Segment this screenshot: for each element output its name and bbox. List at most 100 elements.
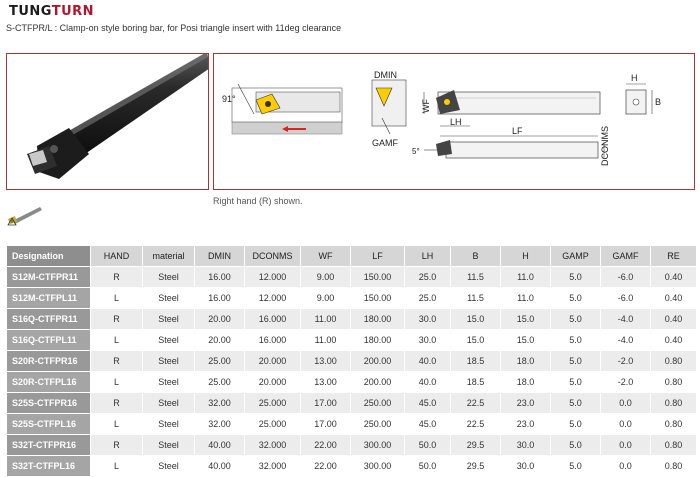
table-cell: Steel <box>142 329 195 351</box>
table-cell: Steel <box>142 392 195 414</box>
designation-cell: S12M-CTFPL11 <box>6 287 91 309</box>
side-view-bar: 5° DCONMS <box>412 126 610 166</box>
designation-cell: S20R-CTFPL16 <box>6 371 91 393</box>
table-cell: 150.00 <box>350 287 405 309</box>
table-cell: 25.00 <box>194 371 245 393</box>
table-cell: 0.80 <box>650 434 697 456</box>
designation-cell: S32T-CTFPR16 <box>6 434 91 456</box>
table-cell: 17.00 <box>300 392 351 414</box>
column-header: GAMP <box>550 245 601 267</box>
table-cell: L <box>90 371 143 393</box>
label-lh: LH <box>450 117 462 127</box>
column-header: H <box>500 245 551 267</box>
table-cell: 0.40 <box>650 287 697 309</box>
table-cell: 5.0 <box>550 350 601 372</box>
table-cell: L <box>90 455 143 477</box>
table-cell: 29.5 <box>450 455 501 477</box>
table-cell: L <box>90 329 143 351</box>
table-cell: 30.0 <box>404 329 451 351</box>
table-cell: 0.80 <box>650 455 697 477</box>
table-cell: R <box>90 392 143 414</box>
designation-cell: S25S-CTFPR16 <box>6 392 91 414</box>
table-cell: 50.0 <box>404 434 451 456</box>
designation-cell: S16Q-CTFPL11 <box>6 329 91 351</box>
table-cell: -6.0 <box>600 287 651 309</box>
column-header: RE <box>650 245 697 267</box>
table-cell: 12.000 <box>244 287 301 309</box>
side-view-sketch: 91° <box>222 83 343 135</box>
table-cell: 200.00 <box>350 371 405 393</box>
table-cell: 15.0 <box>500 308 551 330</box>
table-cell: 30.0 <box>500 455 551 477</box>
table-cell: 22.5 <box>450 413 501 435</box>
table-cell: 11.0 <box>500 287 551 309</box>
designation-cell: S20R-CTFPR16 <box>6 350 91 372</box>
table-cell: Steel <box>142 287 195 309</box>
table-cell: 22.5 <box>450 392 501 414</box>
table-cell: 11.00 <box>300 308 351 330</box>
figure-caption: Right hand (R) shown. <box>213 196 303 206</box>
table-cell: R <box>90 266 143 288</box>
table-cell: -6.0 <box>600 266 651 288</box>
column-header: LF <box>350 245 405 267</box>
column-header: DCONMS <box>244 245 301 267</box>
table-cell: 32.00 <box>194 413 245 435</box>
designation-cell: S32T-CTFPL16 <box>6 455 91 477</box>
table-cell: 22.00 <box>300 434 351 456</box>
table-cell: 180.00 <box>350 329 405 351</box>
table-cell: 0.80 <box>650 413 697 435</box>
table-cell: L <box>90 413 143 435</box>
label-h: H <box>631 73 638 83</box>
table-cell: 20.000 <box>244 371 301 393</box>
product-photo <box>6 53 209 190</box>
technical-diagram: 91° DMIN GAMF WF LH LF 5° <box>213 53 695 190</box>
table-cell: 180.00 <box>350 308 405 330</box>
table-cell: 16.00 <box>194 287 245 309</box>
table-cell: 40.00 <box>194 455 245 477</box>
top-view-bar: WF LH LF <box>421 90 601 137</box>
column-header: DMIN <box>194 245 245 267</box>
brand-logo: TUNGTURN <box>9 4 94 19</box>
table-cell: 0.40 <box>650 329 697 351</box>
table-cell: 9.00 <box>300 287 351 309</box>
table-cell: 25.000 <box>244 392 301 414</box>
table-cell: 23.0 <box>500 413 551 435</box>
table-cell: 0.80 <box>650 392 697 414</box>
warning-icon <box>7 217 17 226</box>
table-cell: 16.000 <box>244 308 301 330</box>
label-angle: 91° <box>222 94 236 104</box>
table-cell: 20.00 <box>194 329 245 351</box>
table-cell: 45.0 <box>404 392 451 414</box>
table-cell: 16.00 <box>194 266 245 288</box>
table-cell: 200.00 <box>350 350 405 372</box>
label-gamf: GAMF <box>372 138 399 148</box>
table-cell: 0.0 <box>600 455 651 477</box>
column-header: material <box>142 245 195 267</box>
page-subtitle: S-CTFPR/L : Clamp-on style boring bar, f… <box>6 23 342 33</box>
table-cell: 5.0 <box>550 329 601 351</box>
table-cell: Steel <box>142 371 195 393</box>
column-header: B <box>450 245 501 267</box>
table-cell: 5.0 <box>550 371 601 393</box>
table-cell: Steel <box>142 308 195 330</box>
table-cell: 25.0 <box>404 287 451 309</box>
table-cell: -2.0 <box>600 371 651 393</box>
table-cell: 45.0 <box>404 413 451 435</box>
dimension-drawing: 91° DMIN GAMF WF LH LF 5° <box>222 70 661 166</box>
table-cell: 25.0 <box>404 266 451 288</box>
table-cell: 5.0 <box>550 308 601 330</box>
table-cell: 22.00 <box>300 455 351 477</box>
label-dconms: DCONMS <box>600 126 610 166</box>
table-cell: 5.0 <box>550 287 601 309</box>
table-cell: 30.0 <box>500 434 551 456</box>
column-header: WF <box>300 245 351 267</box>
table-cell: 300.00 <box>350 434 405 456</box>
table-cell: 23.0 <box>500 392 551 414</box>
